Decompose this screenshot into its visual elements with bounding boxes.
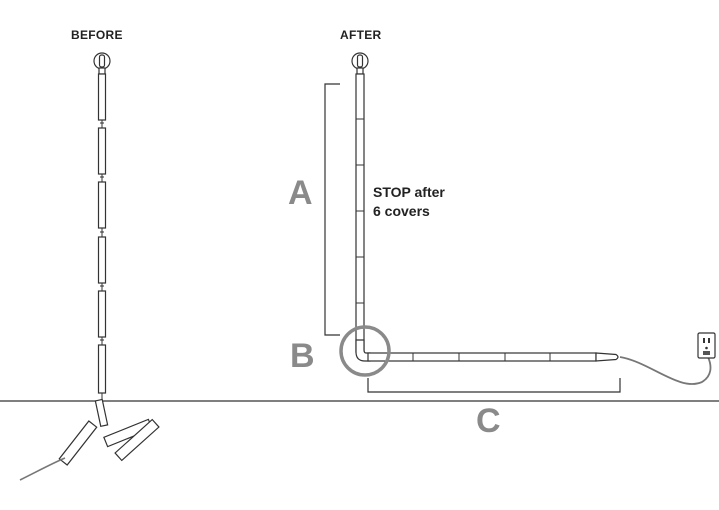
cover-segment <box>97 127 107 175</box>
cover-segment <box>97 181 107 229</box>
before-heading: BEFORE <box>71 28 123 42</box>
horizontal-run <box>367 352 597 362</box>
cover-segment <box>97 344 107 394</box>
cover-segment <box>97 73 107 121</box>
cover-segment <box>97 290 107 338</box>
wall-plug-icon <box>351 52 369 75</box>
section-b-label: B <box>290 337 315 375</box>
bracket-c <box>367 378 621 393</box>
after-heading: AFTER <box>340 28 382 42</box>
section-c-label: C <box>476 402 501 440</box>
vertical-run <box>355 73 365 353</box>
stop-line-2: 6 covers <box>373 203 430 219</box>
wall-plug-icon <box>93 52 111 75</box>
bracket-a <box>324 83 340 336</box>
cover-segment <box>97 236 107 284</box>
before-strip <box>93 52 111 400</box>
section-a-label: A <box>288 174 313 212</box>
corner-highlight-circle <box>339 325 391 377</box>
after-strip <box>351 52 712 385</box>
loose-covers <box>19 398 160 481</box>
power-cord <box>619 356 712 385</box>
power-outlet-icon <box>697 332 716 359</box>
stop-instruction: STOP after 6 covers <box>373 183 445 221</box>
stop-line-1: STOP after <box>373 184 445 200</box>
